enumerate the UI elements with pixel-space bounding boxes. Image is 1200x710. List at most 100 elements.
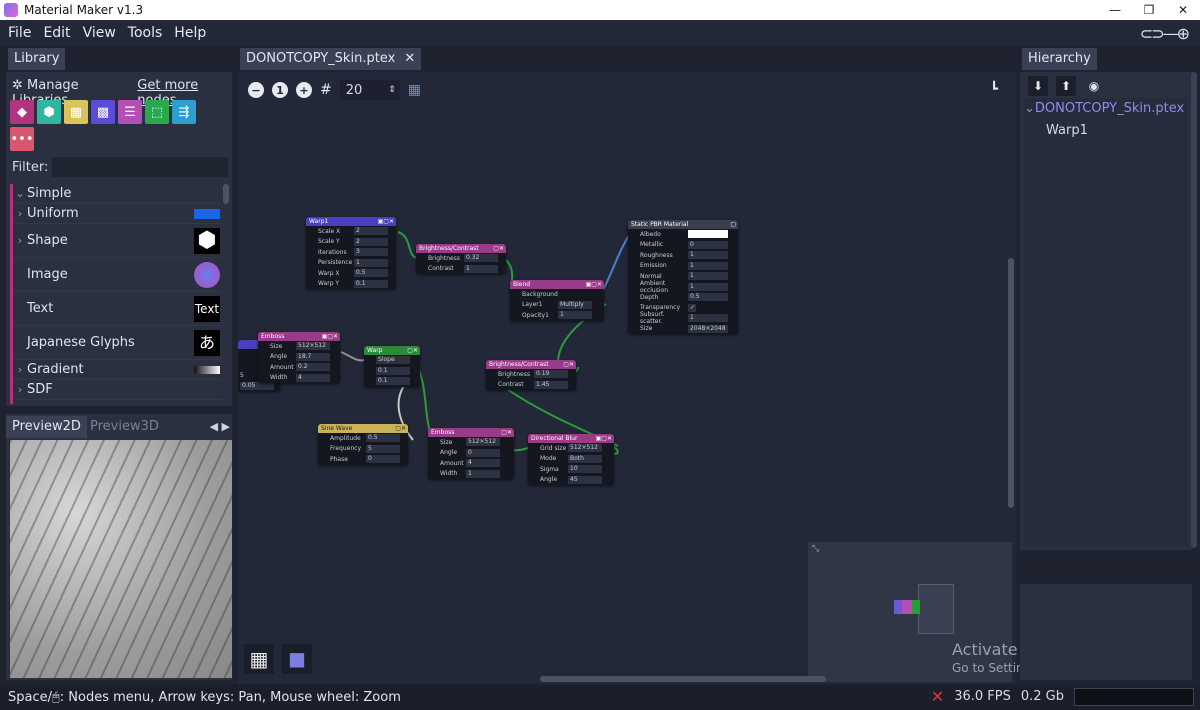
preview-image[interactable] [10, 440, 232, 678]
tree-section-simple[interactable]: ⌄Simple [13, 184, 222, 204]
node-header[interactable]: Emboss▣▢✕ [258, 332, 340, 341]
tab-hierarchy[interactable]: Hierarchy [1022, 48, 1097, 70]
link-icon[interactable]: ⊂⊃—⊕ [1139, 24, 1190, 43]
menu-edit[interactable]: Edit [43, 25, 71, 41]
graph-scrollbar-horizontal[interactable] [540, 676, 826, 682]
node-param[interactable]: 0.1 [364, 376, 420, 387]
tree-item-gradient[interactable]: ›Gradient [13, 360, 222, 380]
node-header[interactable]: Warp1▣▢✕ [306, 217, 396, 226]
hierarchy-item-warp1[interactable]: Warp1 [1046, 123, 1088, 138]
error-icon[interactable]: ✕ [930, 687, 945, 706]
node-close-icon[interactable]: ▢✕ [563, 361, 574, 368]
node-preview-icon[interactable]: ▢ [730, 221, 736, 228]
brick-icon[interactable]: ▦ [64, 100, 88, 124]
node-close-icon[interactable]: ▢✕ [493, 245, 504, 252]
filter-icon[interactable]: ☰ [118, 100, 142, 124]
minimap-viewport[interactable] [918, 584, 954, 634]
node-close-icon[interactable]: ▣▢✕ [321, 333, 338, 340]
arrow-down-icon[interactable]: ⬇ [1028, 76, 1048, 96]
eye-icon[interactable]: ◉ [1088, 79, 1100, 93]
maximize-button[interactable]: ❐ [1143, 3, 1155, 17]
tree-item-shape[interactable]: ›Shape⬢ [13, 224, 222, 258]
node-param[interactable]: Subsurf. scatter.1 [628, 311, 738, 325]
node-close-icon[interactable]: ▣▢✕ [595, 435, 612, 442]
zoom-out-button[interactable]: − [248, 82, 264, 98]
zoom-in-button[interactable]: + [296, 82, 312, 98]
workflow-icon[interactable]: ⇶ [172, 100, 196, 124]
cube-icon[interactable]: ◼ [282, 644, 312, 674]
node-header[interactable]: Sine Wave▢✕ [318, 424, 408, 433]
preview-nav-arrows[interactable]: ◀ ▶ [209, 420, 230, 433]
menu-help[interactable]: Help [174, 25, 207, 41]
noise-icon[interactable]: ▩ [91, 100, 115, 124]
node-param[interactable]: 0.1 [364, 366, 420, 377]
hierarchy-scrollbar[interactable] [1191, 72, 1197, 548]
graph-scrollbar-vertical[interactable] [1008, 258, 1014, 508]
node-header[interactable]: Brightness/Contrast▢✕ [416, 244, 506, 253]
snap-grid-icon[interactable]: # [320, 82, 332, 98]
brick-icon[interactable]: ▦ [244, 644, 274, 674]
node-warp[interactable]: Warp▢✕ Slope 0.1 0.1 [364, 346, 420, 387]
node-close-icon[interactable]: ▣▢✕ [377, 218, 394, 225]
node-param[interactable]: Slope [364, 355, 420, 366]
filter-input[interactable] [52, 157, 229, 177]
node-param[interactable]: Transparency✓ [640, 303, 696, 312]
tree-item-image[interactable]: Image [13, 258, 222, 292]
transform-icon[interactable]: ⬚ [145, 100, 169, 124]
tab-graph-file[interactable]: DONOTCOPY_Skin.ptex ✕ [240, 48, 422, 70]
node-close-icon[interactable]: ▢✕ [501, 429, 512, 436]
cube-icon[interactable]: ⬢ [37, 100, 61, 124]
node-param[interactable]: 0.05 [238, 381, 280, 392]
node-param[interactable]: Background [522, 290, 558, 298]
more-icon[interactable]: ••• [10, 127, 34, 151]
node-param[interactable]: Albedo [628, 229, 738, 240]
layout-icon[interactable]: ┗ [990, 82, 998, 97]
arrow-up-icon[interactable]: ⬆ [1056, 76, 1076, 96]
menu-file[interactable]: File [8, 25, 32, 41]
zoom-reset-button[interactable]: 1 [272, 82, 288, 98]
close-button[interactable]: ✕ [1177, 3, 1189, 17]
node-header[interactable]: Blend▣▢✕ [510, 280, 604, 289]
tab-library[interactable]: Library [8, 48, 66, 70]
graph-minimap[interactable]: ⤡ [808, 542, 1012, 682]
tree-item-uniform[interactable]: ›Uniform [13, 204, 222, 224]
shape-icon[interactable]: ◆ [10, 100, 34, 124]
node-header[interactable]: Emboss▢✕ [428, 428, 514, 437]
minimap-resize-icon[interactable]: ⤡ [812, 544, 820, 554]
hierarchy-item-root[interactable]: ⌄DONOTCOPY_Skin.ptex [1024, 98, 1188, 120]
